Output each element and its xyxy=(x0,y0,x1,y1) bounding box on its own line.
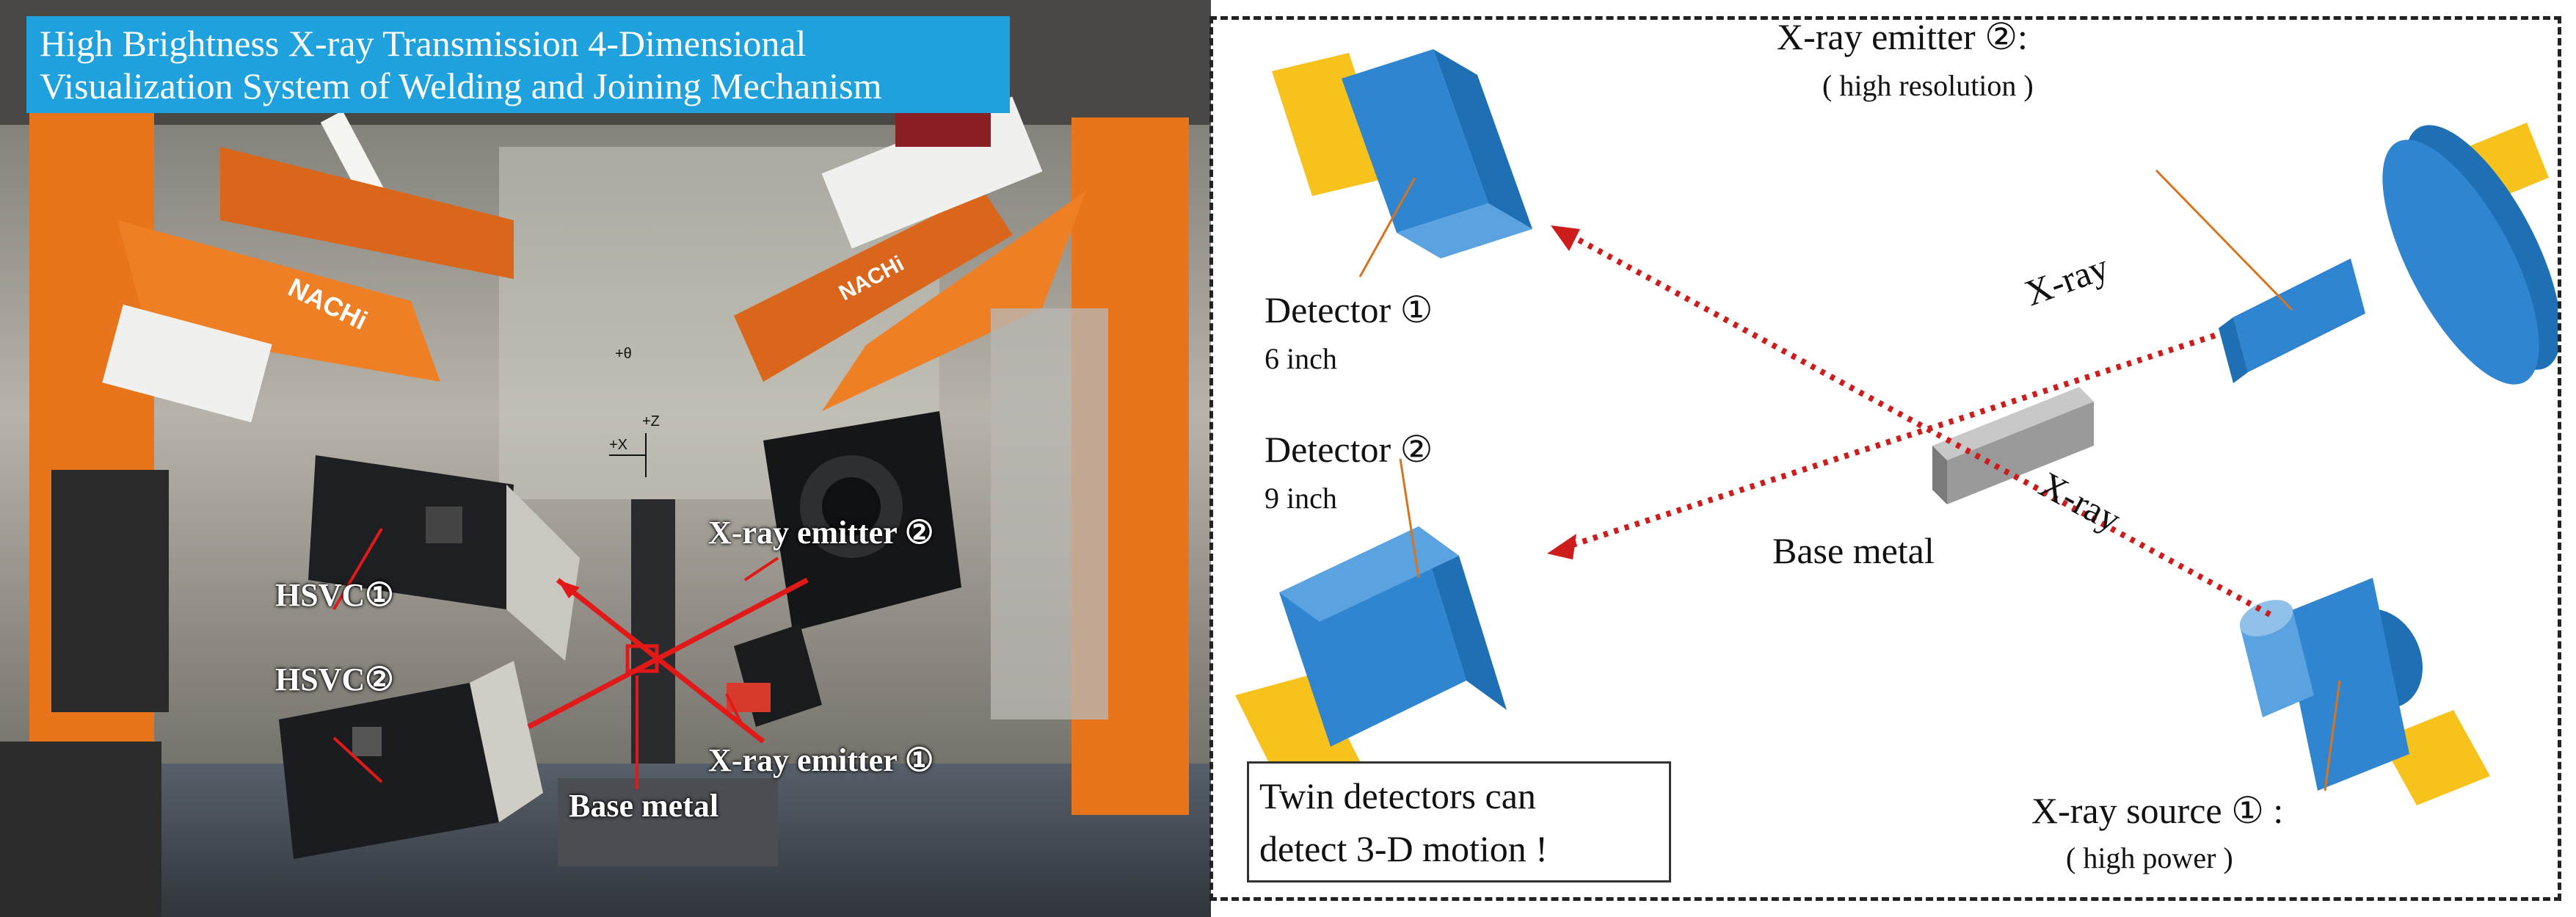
stage-base xyxy=(558,778,778,866)
axis-label-x: +X xyxy=(609,437,627,453)
xray-beam-source1-to-detector1 xyxy=(1564,230,2271,617)
axis-label-theta: +θ xyxy=(615,346,632,362)
schematic-panel: X-ray emitter ②: ( high resolution ) Det… xyxy=(1209,16,2561,901)
label-emitter2: X-ray emitter ②: xyxy=(1777,16,2028,57)
label-xray-emitter-1: X-ray emitter ① xyxy=(708,742,934,778)
photo-title-box: High Brightness X-ray Transmission 4-Dim… xyxy=(26,16,1010,113)
axis-label-z: +Z xyxy=(642,413,660,429)
detector2-leader xyxy=(1399,458,1420,579)
xray-beam-emitter2-to-detector2 xyxy=(1560,333,2216,551)
beam-line-1 xyxy=(556,578,765,744)
xray-arrow-detector2 xyxy=(1547,534,1576,559)
emitter2-leader xyxy=(2155,169,2293,311)
label-hsvc2: HSVC② xyxy=(275,662,394,697)
label-detector1: Detector ① xyxy=(1265,289,1433,330)
source1-leader xyxy=(2324,680,2341,791)
note-line-1: Twin detectors can xyxy=(1259,775,1536,816)
schematic-diagram xyxy=(1235,49,2558,805)
beam-arrow-1 xyxy=(558,580,580,598)
hsvc2-leader xyxy=(332,736,383,783)
xray-emitter-2 xyxy=(2219,123,2558,385)
label-detector2-size: 9 inch xyxy=(1265,482,1337,515)
note-line-2: detect 3-D motion ! xyxy=(1259,828,1548,869)
sample-marker xyxy=(625,644,659,673)
label-detector1-size: 6 inch xyxy=(1265,342,1337,375)
photo-title-line-2: Visualization System of Welding and Join… xyxy=(40,65,882,106)
emitter1-leader xyxy=(725,693,743,724)
detector1-leader xyxy=(1358,177,1416,278)
hsvc1-leader xyxy=(332,527,383,611)
beam-line-2 xyxy=(527,577,809,730)
lab-photo-illustration: NACHi NACHi +θ +Z +X xyxy=(0,0,1211,917)
hsvc-camera-1 xyxy=(308,455,580,661)
label-detector2: Detector ② xyxy=(1265,429,1433,470)
xray-source-1 xyxy=(2239,578,2490,805)
detector-2 xyxy=(1235,526,1507,783)
xray-emitter-2-unit xyxy=(763,411,961,631)
xray-emitter-1-unit xyxy=(727,624,822,727)
label-hsvc1: HSVC① xyxy=(275,577,394,613)
label-emitter2-sub: ( high resolution ) xyxy=(1822,69,2034,102)
xray-arrow-detector1 xyxy=(1551,225,1580,251)
note-box: Twin detectors can detect 3-D motion ! xyxy=(1247,761,1671,882)
label-source1: X-ray source ① : xyxy=(2031,790,2284,831)
label-xray-emitter-2: X-ray emitter ② xyxy=(708,515,934,551)
left-robot-arm xyxy=(0,103,514,917)
base-metal-block xyxy=(1932,387,2094,504)
photo-title-line-1: High Brightness X-ray Transmission 4-Dim… xyxy=(40,23,807,64)
right-robot-arm xyxy=(734,96,1189,815)
emitter2-leader xyxy=(743,557,779,581)
detector-1 xyxy=(1272,49,1532,258)
label-base-metal-schematic: Base metal xyxy=(1772,530,1935,571)
label-source1-sub: ( high power ) xyxy=(2066,841,2233,874)
hsvc-camera-2 xyxy=(279,661,543,859)
photo-panel: NACHi NACHi +θ +Z +X High Brightness X-r… xyxy=(0,0,1211,917)
label-base-metal: Base metal xyxy=(569,788,719,824)
